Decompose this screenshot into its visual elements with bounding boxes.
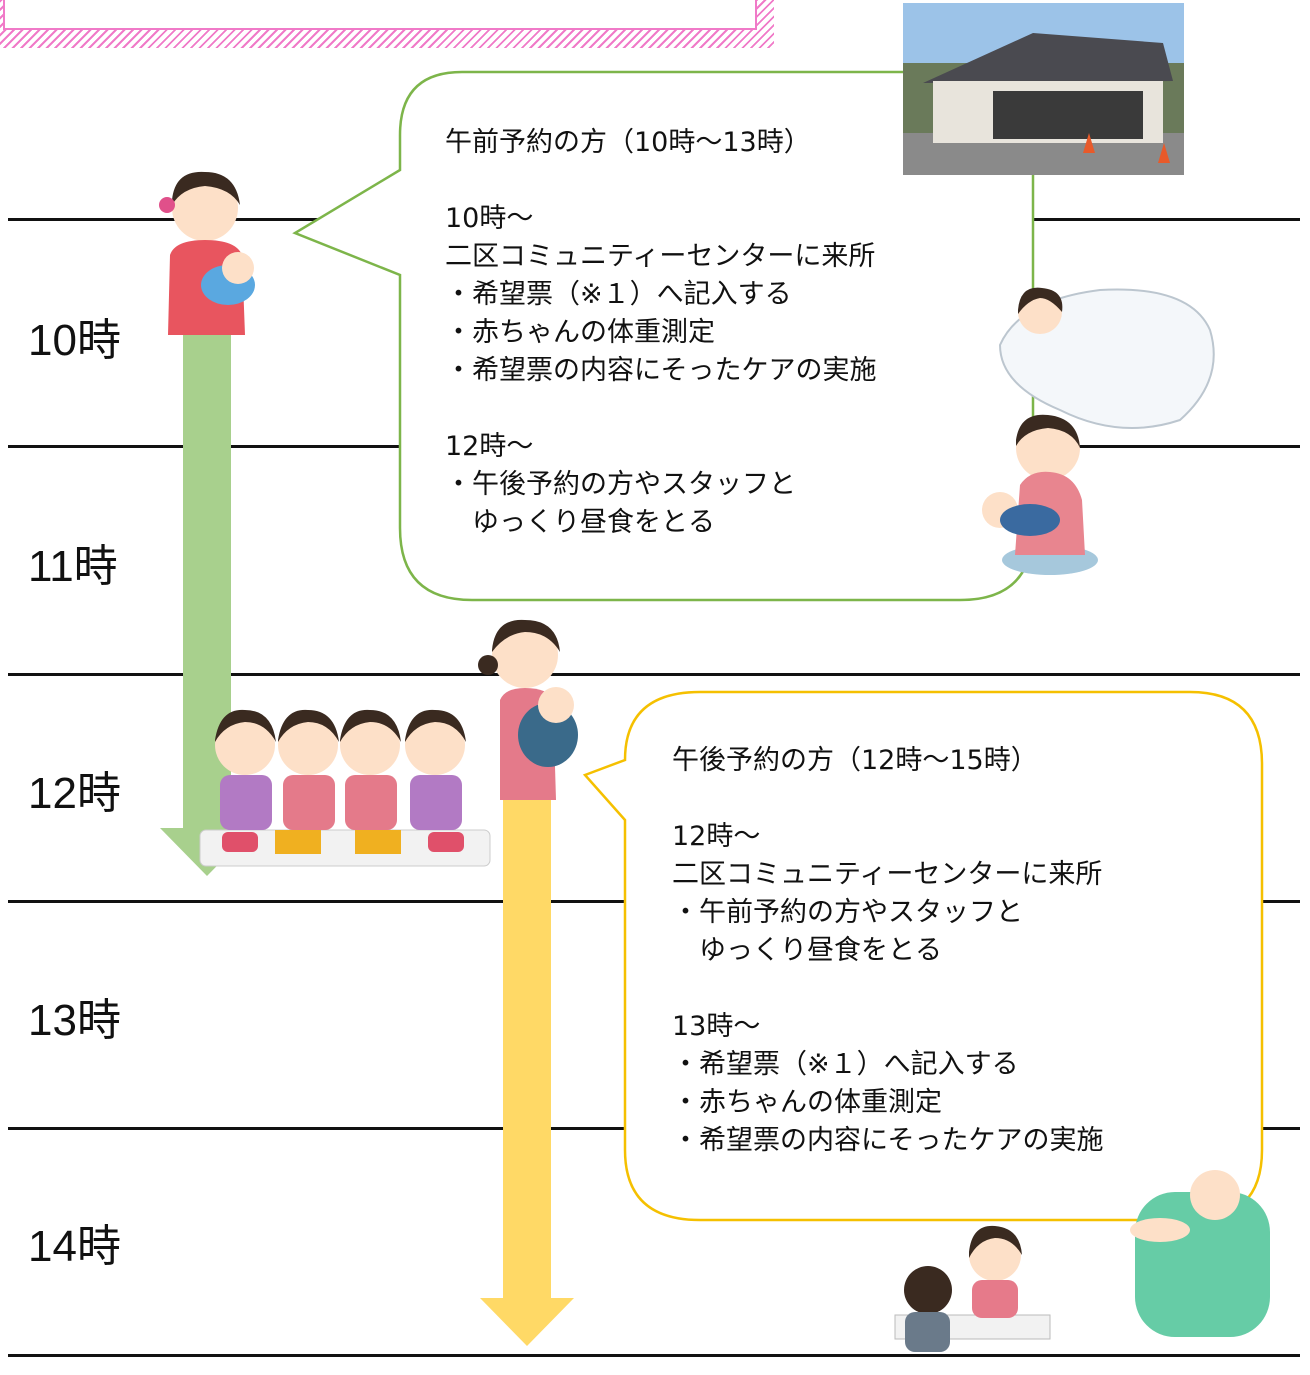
afternoon-line: ・午前予約の方やスタッフと [672,897,1023,928]
timeline-line [8,1354,1300,1357]
morning-title: 午前予約の方（10時～13時） [445,127,811,158]
afternoon-time-1: 12時～ [672,821,761,852]
timeline-line [8,673,1300,676]
afternoon-time-2: 13時～ [672,1011,761,1042]
baby-bath-illustration [1130,1170,1270,1337]
hour-label-14: 14時 [28,1222,121,1271]
afternoon-line: ・希望票の内容にそったケアの実施 [672,1125,1104,1156]
hour-label-13: 13時 [28,996,121,1045]
mother-carrying-baby-illustration [478,619,578,800]
afternoon-line: ・希望票（※１）へ記入する [672,1049,1019,1080]
afternoon-line: 二区コミュニティーセンターに来所 [672,859,1103,890]
morning-line: ・希望票（※１）へ記入する [445,279,792,310]
afternoon-arrow [480,795,574,1346]
hour-label-10: 10時 [28,316,121,365]
hour-label-11: 11時 [28,542,118,591]
afternoon-bubble-shape [582,690,1264,1222]
top-banner-box [3,0,757,30]
afternoon-line: ゆっくり昼食をとる [672,935,942,966]
consultation-illustration [894,1225,1051,1352]
hour-label-12: 12時 [28,769,121,818]
morning-line: ・赤ちゃんの体重測定 [445,317,715,348]
mother-with-baby-illustration [159,171,255,335]
breastfeeding-mother-illustration [982,414,1098,575]
afternoon-title: 午後予約の方（12時～15時） [672,745,1038,776]
morning-time-1: 10時～ [445,203,534,234]
morning-time-2: 12時～ [445,431,534,462]
lunch-group-illustration [199,709,491,867]
afternoon-line: ・赤ちゃんの体重測定 [672,1087,942,1118]
sleeping-mother-illustration [998,287,1215,429]
morning-line: ・希望票の内容にそったケアの実施 [445,355,877,386]
community-center-photo [903,3,1184,175]
morning-line: ゆっくり昼食をとる [445,507,715,538]
morning-line: ・午後予約の方やスタッフと [445,469,796,500]
morning-line: 二区コミュニティーセンターに来所 [445,241,876,272]
